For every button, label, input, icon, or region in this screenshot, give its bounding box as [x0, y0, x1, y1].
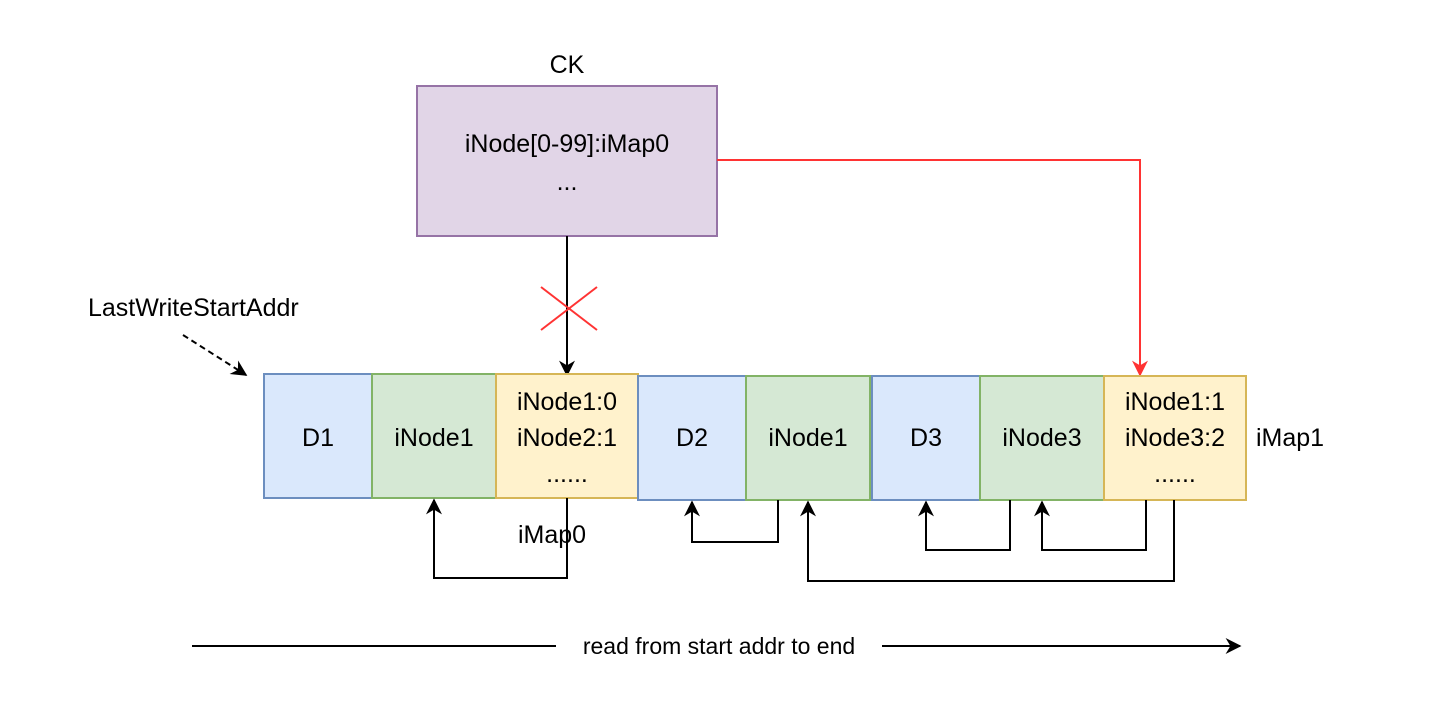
imap1-label: iMap1 — [1256, 424, 1324, 452]
last-write-start-arrow — [182, 334, 248, 376]
block-line: ...... — [546, 460, 588, 488]
imap0-to-inode1-arrow — [426, 498, 568, 579]
log-block: iNode1:0 iNode2:1 ...... — [495, 373, 639, 499]
block-line: iNode3:2 — [1125, 424, 1225, 452]
new-pointer-arrow — [717, 159, 1148, 377]
imap0-label: iMap0 — [518, 521, 586, 549]
log-block: iNode1 — [371, 373, 497, 499]
block-box — [745, 375, 871, 501]
block-line: D3 — [910, 424, 942, 452]
block-line: iNode3 — [1002, 424, 1081, 452]
block-line: ...... — [1154, 460, 1196, 488]
log-block: D1 — [263, 373, 373, 499]
log-block: iNode3 — [979, 375, 1105, 501]
block-line: iNode2:1 — [517, 424, 617, 452]
block-box — [263, 373, 373, 499]
block-box — [637, 375, 747, 501]
last-write-start-label: LastWriteStartAddr — [88, 294, 299, 322]
inode1-to-d2-arrow — [684, 500, 779, 543]
block-box — [371, 373, 497, 499]
checkpoint-box — [416, 85, 718, 237]
block-line: iNode1:0 — [517, 388, 617, 416]
imap1-to-inode1-arrow — [800, 500, 1175, 582]
invalidated-cross-icon — [540, 286, 598, 331]
block-box — [979, 375, 1105, 501]
read-direction-label: read from start addr to end — [583, 633, 855, 659]
log-block: iNode1:1 iNode3:2 ...... — [1103, 375, 1247, 501]
block-line: iNode1 — [768, 424, 847, 452]
block-line: D2 — [676, 424, 708, 452]
block-line: D1 — [302, 424, 334, 452]
imap1-to-inode3-arrow — [1034, 500, 1147, 551]
log-block: D2 — [637, 375, 747, 501]
read-direction-label-bg — [556, 630, 882, 660]
log-block: iNode1 — [745, 375, 871, 501]
block-box — [495, 373, 639, 499]
inode3-to-d3-arrow — [918, 500, 1011, 551]
checkpoint-entry: iNode[0-99]:iMap0 — [465, 130, 669, 158]
block-box — [1103, 375, 1247, 501]
log-block: D3 — [871, 375, 981, 501]
checkpoint-title: CK — [550, 51, 585, 79]
checkpoint-ellipsis: ... — [557, 168, 578, 196]
block-line: iNode1:1 — [1125, 388, 1225, 416]
block-box — [871, 375, 981, 501]
block-line: iNode1 — [394, 424, 473, 452]
